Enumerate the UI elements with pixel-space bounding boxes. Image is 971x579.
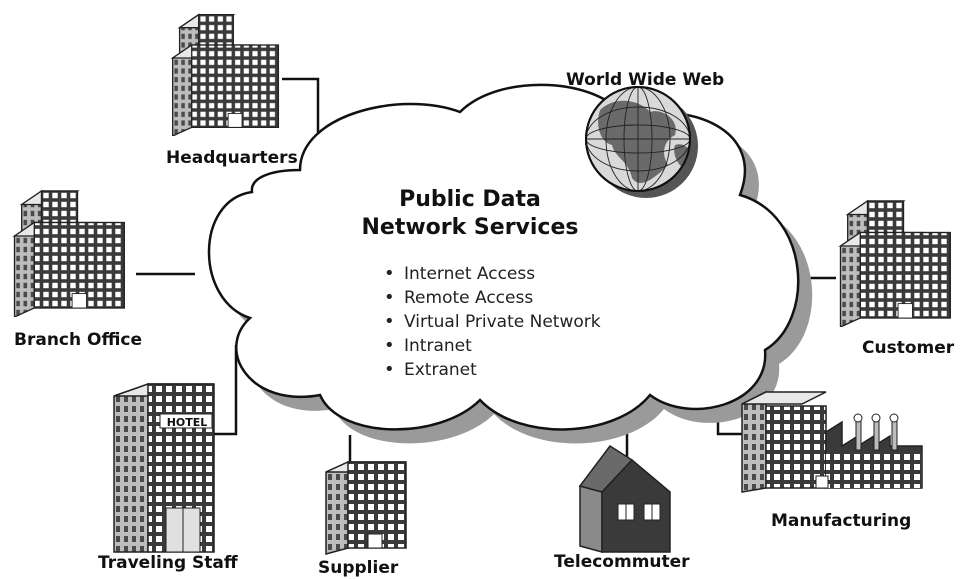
label-supplier: Supplier (318, 558, 399, 578)
service-item: Remote Access (382, 286, 601, 310)
service-item: Internet Access (382, 262, 601, 286)
headquarters-building-icon (171, 13, 280, 136)
service-item: Extranet (382, 358, 601, 382)
cloud-title-line1: Public Data (399, 187, 541, 212)
service-item: Virtual Private Network (382, 310, 601, 334)
hotel-sign: HOTEL (167, 416, 208, 429)
cloud-title-line2: Network Services (361, 215, 579, 240)
service-item: Intranet (382, 334, 601, 358)
telecommuter-house-icon (578, 444, 671, 553)
globe-icon (585, 86, 698, 198)
services-list: Internet Access Remote Access Virtual Pr… (382, 262, 601, 382)
supplier-building-icon (325, 460, 407, 555)
label-branch-office: Branch Office (14, 330, 143, 350)
label-telecommuter: Telecommuter (554, 552, 690, 572)
cloud-title: Public Data Network Services (330, 186, 610, 242)
hotel-building-icon (113, 382, 215, 553)
label-world-wide-web: World Wide Web (566, 70, 725, 90)
label-manufacturing: Manufacturing (771, 511, 912, 531)
label-customer: Customer (862, 338, 955, 358)
branch-office-building-icon (13, 190, 126, 317)
label-headquarters: Headquarters (166, 148, 298, 168)
customer-building-icon (839, 200, 952, 327)
factory-icon (741, 390, 923, 493)
label-traveling-staff: Traveling Staff (98, 553, 238, 573)
line-traveling-staff (214, 345, 238, 436)
